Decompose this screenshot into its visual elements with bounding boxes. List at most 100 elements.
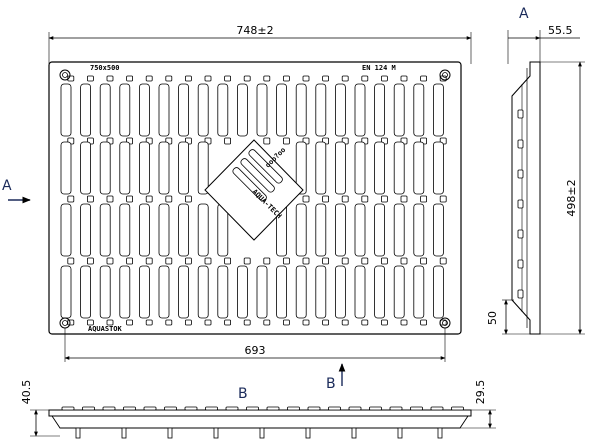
side-a-tooth (517, 169, 524, 179)
view-arrow-a: A (2, 178, 31, 204)
grate-rib (184, 257, 192, 265)
plan-view: 748±2 750x500 EN 124 M AQUASTOK AQUA-TEC… (2, 24, 472, 392)
grate-rib (106, 195, 114, 203)
grate-rib (204, 257, 212, 265)
standard-marking: EN 124 M (362, 64, 396, 72)
grate-rib (439, 195, 447, 203)
grate-rib (106, 257, 114, 265)
overall-width-label: 748±2 (236, 24, 273, 37)
corner-holes (59, 69, 451, 329)
grate-rib (400, 319, 408, 326)
side-b-leg (305, 427, 311, 439)
grate-rib (322, 257, 330, 265)
side-view-b: B 40.5 29.5 (20, 380, 496, 439)
side-b-tooth (430, 406, 444, 411)
grate-rib (204, 319, 212, 326)
grate-slot (334, 203, 346, 257)
grate-slot (374, 203, 386, 257)
grate-slot (315, 265, 327, 319)
side-b-tooth (246, 406, 259, 411)
side-a-tooth (517, 259, 524, 269)
grate-slot (178, 265, 190, 319)
grate-rib (439, 257, 447, 265)
grate-slot (413, 265, 425, 319)
grate-rib (87, 257, 94, 265)
side-b-right-dim: 29.5 (474, 380, 487, 405)
grate-slot (99, 203, 111, 257)
grate-rib (145, 257, 153, 265)
grate-slot (197, 203, 209, 257)
side-a-tooth (517, 289, 524, 299)
grate-slot (295, 265, 307, 319)
grate-rib (184, 319, 192, 326)
grate-slot (256, 83, 268, 137)
grate-rib (322, 75, 330, 82)
grate-slot (178, 141, 190, 195)
grate-slot (217, 265, 229, 319)
grate-slot (295, 203, 307, 257)
side-b-tooth (348, 406, 362, 411)
side-b-tooth (205, 406, 218, 411)
grate-rib (302, 257, 310, 265)
grate-rib (361, 319, 369, 326)
grate-rib (165, 319, 173, 326)
grate-slot (60, 141, 72, 195)
side-b-leg (213, 427, 219, 439)
grate-slot (217, 83, 229, 137)
grate-rib (302, 195, 310, 203)
grate-slot (393, 265, 405, 319)
grate-slot (178, 83, 190, 137)
side-b-tooth (369, 406, 382, 411)
side-b-tooth (307, 406, 321, 411)
grate-slot (80, 265, 91, 319)
hole-spacing-label: 693 (245, 344, 266, 357)
grate-slot (119, 83, 131, 137)
side-b-leg (167, 427, 173, 439)
grate-rib (204, 75, 212, 82)
grate-rib (420, 75, 428, 82)
grate-slot (354, 265, 366, 319)
grate-rib (302, 319, 310, 326)
grate-rib (67, 257, 75, 265)
grate-rib (282, 75, 290, 82)
grate-rib (87, 75, 94, 82)
grate-slot (138, 265, 150, 319)
side-b-leg (259, 427, 265, 439)
grate-rib (165, 195, 173, 203)
grate-slot (413, 203, 425, 257)
grate-slot (119, 203, 131, 257)
grate-slot (374, 83, 386, 137)
side-view-a: A 55.5 498±2 50 (486, 6, 585, 335)
grate-rib (165, 75, 173, 82)
grate-rib (263, 257, 271, 265)
grate-rib (224, 137, 232, 145)
grate-slot (158, 203, 170, 257)
grate-rib (302, 75, 310, 82)
side-b-tooth (410, 406, 423, 411)
size-marking: 750x500 (90, 64, 120, 72)
grate-rib (420, 257, 428, 265)
grate-slot (138, 83, 150, 137)
grate-slot (432, 141, 444, 195)
grate-rib (341, 195, 349, 203)
grate-rib (322, 319, 330, 326)
side-b-tooth (287, 406, 300, 411)
side-a-tooth (517, 229, 524, 239)
grate-rib (341, 257, 349, 265)
grate-slot (236, 265, 248, 319)
grate-slot (276, 265, 288, 319)
grate-slot (334, 141, 346, 195)
grate-rib (400, 195, 408, 203)
grate-rib (263, 319, 271, 326)
side-b-tooth (225, 406, 239, 411)
grate-slot (138, 141, 150, 195)
side-b-tooth (389, 406, 403, 411)
side-b-tooth (266, 406, 280, 411)
grate-slot (158, 83, 170, 137)
grate-rib (67, 195, 75, 203)
grate-rib (106, 319, 114, 326)
grate-slot (413, 83, 425, 137)
grate-rib (380, 195, 388, 203)
grate-rib (282, 257, 290, 265)
